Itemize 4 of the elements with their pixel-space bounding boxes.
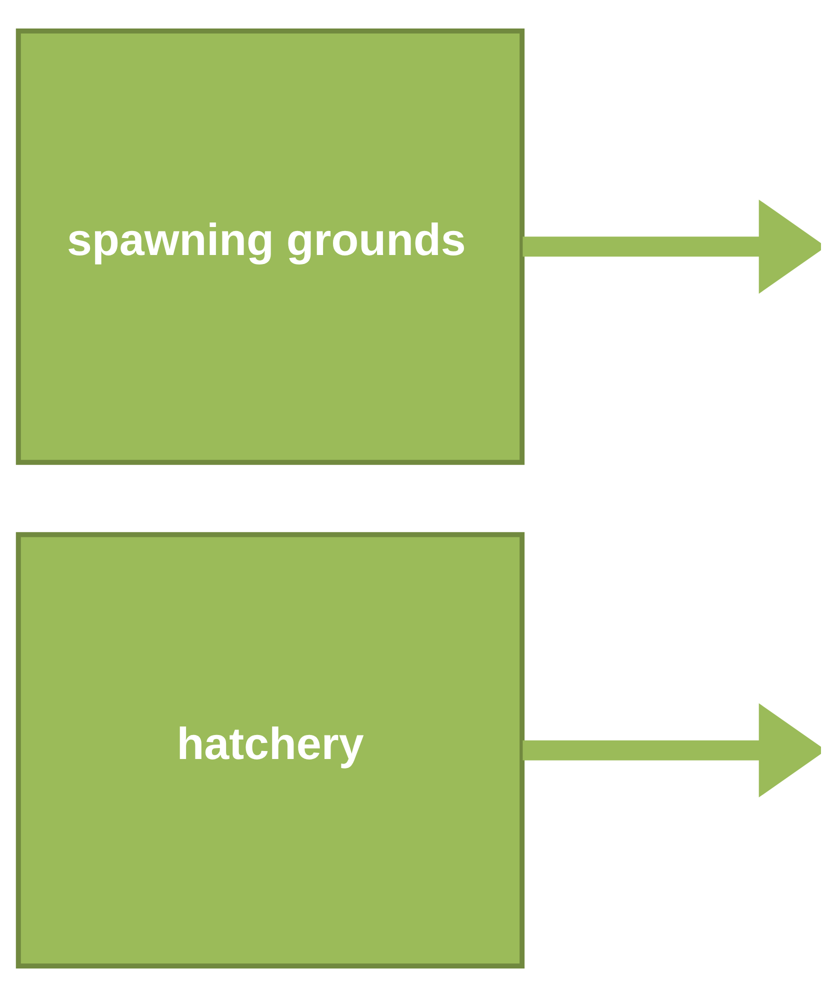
node-box: hatchery xyxy=(16,532,525,968)
arrow xyxy=(522,702,821,797)
arrow xyxy=(522,199,821,294)
node-box: spawning grounds xyxy=(16,28,525,464)
